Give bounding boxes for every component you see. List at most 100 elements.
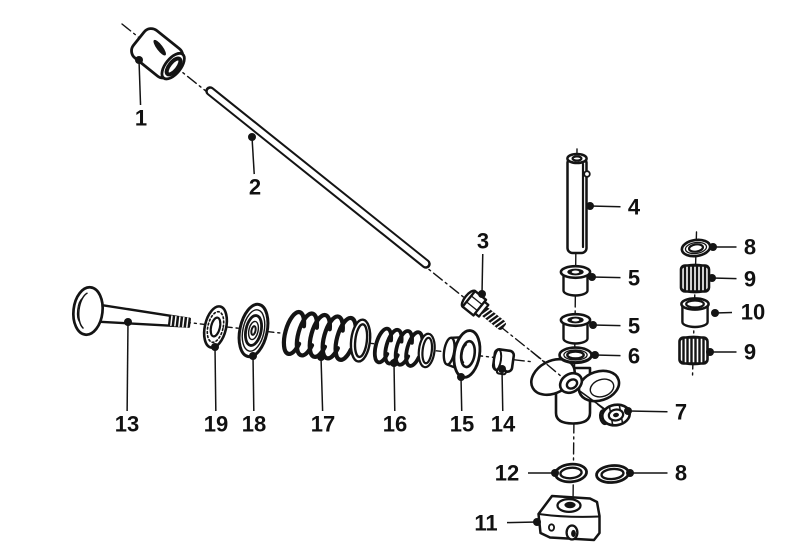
- callout-bushing-lower[interactable]: 5: [589, 314, 640, 339]
- callout-dot: [478, 290, 486, 298]
- callout-number[interactable]: 9: [744, 340, 756, 365]
- callout-dot: [211, 343, 219, 351]
- callout-dot: [124, 318, 132, 326]
- diagram-artwork: [71, 23, 712, 542]
- callout-thrust-washer[interactable]: 6: [591, 344, 640, 369]
- callout-dot: [586, 202, 594, 210]
- part-valve: [71, 285, 191, 337]
- callout-outer-valve-spring[interactable]: 17: [311, 353, 335, 437]
- part-spring-retainer: [442, 329, 482, 379]
- callout-dot: [498, 365, 506, 373]
- part-rocker-arm-shaft: [566, 152, 591, 255]
- callout-sleeve[interactable]: 10: [711, 300, 765, 325]
- callout-number[interactable]: 14: [491, 412, 516, 437]
- callout-leader-line: [589, 205, 621, 208]
- callout-inner-valve-spring[interactable]: 16: [383, 359, 407, 437]
- callout-rocker-arm-shaft[interactable]: 4: [586, 195, 641, 220]
- callout-leader-line: [393, 362, 396, 412]
- callout-leader-line: [592, 324, 621, 327]
- callout-pushrod-cover-cap[interactable]: 1: [135, 56, 147, 131]
- callout-number[interactable]: 18: [242, 412, 266, 437]
- callout-spring-seat-ring[interactable]: 19: [204, 343, 228, 437]
- callout-leader-line: [481, 253, 484, 295]
- callout-dot: [135, 56, 143, 64]
- part-seal-ring: [554, 462, 588, 484]
- callout-number[interactable]: 8: [675, 461, 687, 486]
- callout-dot: [551, 469, 559, 477]
- callout-leader-line: [251, 136, 255, 175]
- callout-dot: [709, 243, 717, 251]
- callout-number[interactable]: 15: [450, 412, 474, 437]
- part-thrust-washer: [558, 346, 593, 365]
- axis-overlay-segment: [530, 350, 563, 378]
- callout-number[interactable]: 12: [495, 461, 519, 486]
- callout-dot: [589, 321, 597, 329]
- part-lower-spring-plate: [237, 302, 270, 359]
- callout-leader-line: [138, 59, 142, 106]
- part-pushrod-cover-cap: [130, 27, 186, 81]
- callout-number[interactable]: 7: [675, 400, 687, 425]
- callout-dot: [591, 351, 599, 359]
- callout-pushrod[interactable]: 2: [248, 133, 261, 200]
- callout-number[interactable]: 5: [628, 314, 640, 339]
- callout-lower-spring-plate[interactable]: 18: [242, 352, 266, 437]
- callout-dot: [390, 359, 398, 367]
- part-sleeve: [680, 297, 710, 329]
- callout-dot: [626, 469, 634, 477]
- part-outer-valve-spring: [280, 307, 372, 366]
- callout-number[interactable]: 5: [628, 266, 640, 291]
- callout-dot: [624, 407, 632, 415]
- callout-number[interactable]: 10: [741, 300, 765, 325]
- callout-dot: [706, 348, 714, 356]
- callout-number[interactable]: 17: [311, 412, 335, 437]
- callout-seal-ring[interactable]: 12: [495, 461, 559, 486]
- callout-number[interactable]: 3: [477, 229, 489, 254]
- callout-number[interactable]: 6: [628, 344, 640, 369]
- callout-leader-line: [460, 376, 463, 412]
- callout-number[interactable]: 1: [135, 106, 147, 131]
- callout-valve[interactable]: 13: [115, 318, 139, 437]
- callout-thrust-piece[interactable]: 14: [491, 365, 516, 437]
- callout-number[interactable]: 13: [115, 412, 139, 437]
- callout-hex-nut[interactable]: 7: [624, 400, 687, 425]
- part-inner-valve-spring: [371, 325, 438, 371]
- callout-bushing-upper[interactable]: 5: [588, 266, 640, 291]
- callout-needle-cage-lower[interactable]: 9: [706, 340, 756, 365]
- callout-number[interactable]: 4: [628, 195, 641, 220]
- callout-bearing-block[interactable]: 11: [474, 511, 541, 536]
- callout-leader-line: [320, 356, 324, 412]
- callout-dot: [708, 274, 716, 282]
- callout-needle-cage-upper[interactable]: 9: [708, 267, 756, 292]
- part-bushing-lower: [559, 312, 592, 345]
- callout-leader-line: [506, 521, 538, 524]
- callout-washer-bottom[interactable]: 8: [626, 461, 687, 486]
- callout-number[interactable]: 2: [249, 175, 261, 200]
- callout-spring-retainer[interactable]: 15: [450, 373, 474, 437]
- part-needle-cage-upper: [679, 263, 711, 294]
- part-spring-seat-ring: [202, 305, 229, 349]
- callout-number[interactable]: 8: [744, 235, 756, 260]
- callout-dot: [588, 273, 596, 281]
- rocker-arm-assembly: [530, 350, 621, 425]
- callout-number[interactable]: 19: [204, 412, 228, 437]
- callout-dot: [248, 133, 256, 141]
- part-needle-cage-lower: [678, 335, 709, 366]
- callout-number[interactable]: 16: [383, 412, 407, 437]
- callout-washer-top-right[interactable]: 8: [709, 235, 756, 260]
- callout-leader-line: [252, 355, 255, 412]
- part-bearing-block: [537, 494, 601, 542]
- callout-leader-line: [501, 368, 504, 412]
- callout-dot: [533, 518, 541, 526]
- part-washer-top-right: [680, 238, 712, 258]
- part-bushing-upper: [559, 264, 592, 297]
- callout-dot: [457, 373, 465, 381]
- callout-number[interactable]: 9: [744, 267, 756, 292]
- part-pushrod: [205, 86, 431, 269]
- callout-adjusting-screw[interactable]: 3: [477, 229, 489, 299]
- callout-dot: [317, 353, 325, 361]
- callout-leader-line: [711, 277, 737, 280]
- callout-dot: [711, 309, 719, 317]
- callout-leader-line: [627, 410, 668, 413]
- callout-number[interactable]: 11: [474, 511, 497, 536]
